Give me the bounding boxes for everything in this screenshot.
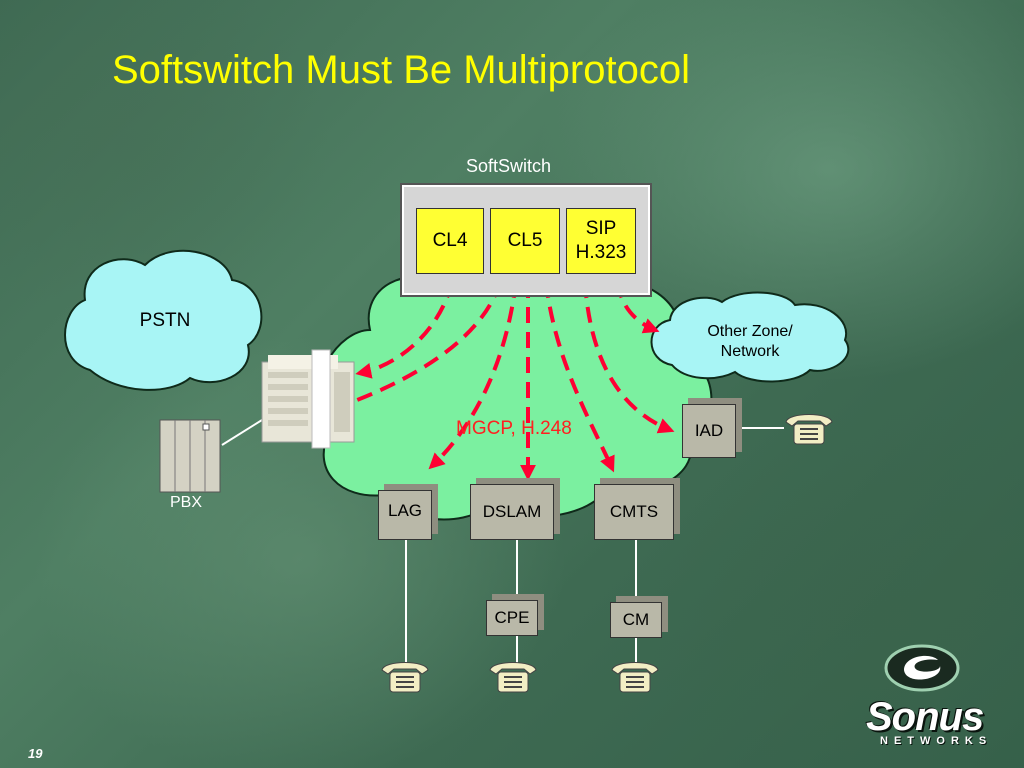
device-label: CM — [622, 610, 650, 629]
telephone-icon — [381, 662, 429, 693]
module-cl4: CL4 — [416, 208, 484, 274]
telephone-icon — [785, 414, 833, 445]
protocol-label: MGCP, H.248 — [456, 418, 572, 439]
telephone-icon — [611, 662, 659, 693]
device-label: DSLAM — [482, 502, 542, 521]
device-label: IAD — [694, 421, 724, 440]
module-label: CL4 — [432, 230, 468, 251]
device-label: LAG — [387, 501, 423, 520]
pstn-cloud — [64, 249, 263, 391]
module-label: SIP — [585, 218, 617, 239]
device-label: CMTS — [609, 502, 659, 521]
cm-device: CM — [610, 602, 662, 638]
arrow-cl5-lag — [428, 277, 523, 470]
pbx-label: PBX — [170, 494, 203, 511]
sonus-logo-icon — [884, 644, 960, 692]
sonus-logo-text: Sonus — [866, 695, 984, 739]
module-sip-h323: SIP H.323 — [566, 208, 636, 274]
pbx-icon — [159, 419, 221, 493]
sonus-logo-subtext: NETWORKS — [880, 735, 993, 747]
iad-device: IAD — [682, 404, 736, 458]
arrow-cl5-cmts — [539, 277, 615, 473]
cmts-device: CMTS — [594, 484, 674, 540]
dslam-device: DSLAM — [470, 484, 554, 540]
pbx-link — [221, 419, 263, 446]
module-cl5: CL5 — [490, 208, 560, 274]
module-label: CL5 — [507, 230, 543, 251]
network-cloud — [318, 259, 713, 521]
media-gateway-icon — [261, 349, 355, 449]
other-zone-label-line: Network — [720, 343, 780, 360]
module-label: H.323 — [575, 242, 627, 263]
arrow-sip-iad — [577, 277, 675, 434]
page-number: 19 — [28, 746, 43, 761]
slide-title: Softswitch Must Be Multiprotocol — [112, 48, 690, 92]
other-zone-label: Other Zone/ Network — [690, 322, 810, 362]
softswitch-label: SoftSwitch — [466, 156, 552, 176]
device-label: CPE — [494, 608, 530, 627]
lag-device: LAG — [378, 490, 432, 540]
telephone-icon — [489, 662, 537, 693]
pstn-label: PSTN — [139, 310, 191, 331]
cpe-device: CPE — [486, 600, 538, 636]
other-zone-label-line: Other Zone/ — [707, 323, 793, 340]
